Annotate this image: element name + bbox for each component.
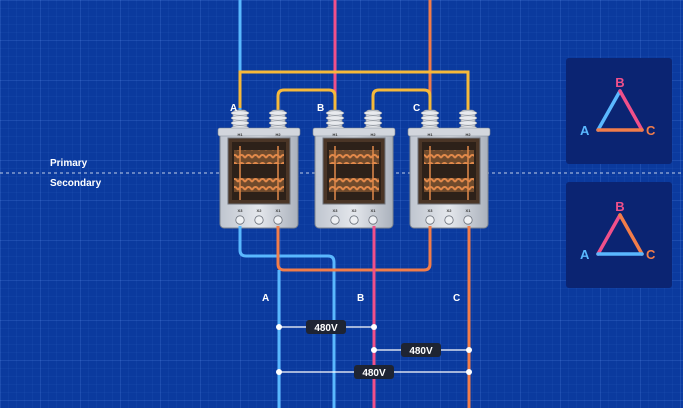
primary-delta-b: B <box>615 75 624 90</box>
x3-label-a: X3 <box>238 208 244 213</box>
h1-bushing-b <box>325 109 345 133</box>
x3-terminal-c <box>425 215 435 225</box>
primary-delta-c: C <box>646 123 656 138</box>
secondary-coil-b <box>329 178 379 192</box>
h2-bushing-c <box>458 109 478 133</box>
x3-terminal-a <box>235 215 245 225</box>
x3-label-b: X3 <box>333 208 339 213</box>
secondary-label-b: B <box>357 293 364 304</box>
h2-label-a: H2 <box>275 132 281 137</box>
primary-delta-panel: B A C <box>566 58 672 164</box>
h2-label-c: H2 <box>465 132 471 137</box>
x1-label-c: X1 <box>466 208 472 213</box>
h1-label-b: H1 <box>332 132 338 137</box>
x2-label-b: X2 <box>352 208 358 213</box>
x2-terminal-a <box>254 215 264 225</box>
measurement-ab: 480V <box>276 320 377 334</box>
primary-coil-a <box>234 150 284 164</box>
primary-label-c: C <box>413 103 420 114</box>
measurement-bc: 480V <box>371 343 472 357</box>
primary-coil-c <box>424 150 474 164</box>
primary-coil-b <box>329 150 379 164</box>
secondary-label-a: A <box>262 293 269 304</box>
measurement-ac-value: 480V <box>362 368 386 379</box>
primary-delta-a: A <box>580 123 590 138</box>
x3-label-c: X3 <box>428 208 434 213</box>
primary-jumper-b-c <box>371 88 432 112</box>
measurement-ac: 480V <box>276 365 472 379</box>
x2-label-a: X2 <box>257 208 263 213</box>
secondary-line-a <box>238 226 336 408</box>
secondary-delta-a: A <box>580 247 590 262</box>
x1-label-b: X1 <box>371 208 377 213</box>
secondary-label-c: C <box>453 293 460 304</box>
x2-terminal-b <box>349 215 359 225</box>
x2-terminal-c <box>444 215 454 225</box>
x1-label-a: X1 <box>276 208 282 213</box>
h2-label-b: H2 <box>370 132 376 137</box>
x1-terminal-c <box>463 215 473 225</box>
h1-label-a: H1 <box>237 132 243 137</box>
primary-delta-triangle: B A C <box>580 75 656 138</box>
x3-terminal-b <box>330 215 340 225</box>
measurement-ab-value: 480V <box>314 323 338 334</box>
x1-terminal-a <box>273 215 283 225</box>
h1-label-c: H1 <box>427 132 433 137</box>
secondary-delta-panel: B A C <box>566 182 672 288</box>
primary-label-a: A <box>230 103 237 114</box>
x1-terminal-b <box>368 215 378 225</box>
primary-label-b: B <box>317 103 324 114</box>
secondary-jumper <box>276 226 432 272</box>
secondary-label: Secondary <box>50 178 102 189</box>
primary-jumper-a-c <box>238 70 470 112</box>
secondary-delta-triangle: B A C <box>580 199 656 262</box>
secondary-coil-a <box>234 178 284 192</box>
secondary-coil-c <box>424 178 474 192</box>
primary-jumper-a-b <box>276 88 337 112</box>
x2-label-c: X2 <box>447 208 453 213</box>
secondary-delta-c: C <box>646 247 656 262</box>
measurement-bc-value: 480V <box>409 346 433 357</box>
primary-label: Primary <box>50 158 88 169</box>
secondary-delta-b: B <box>615 199 624 214</box>
